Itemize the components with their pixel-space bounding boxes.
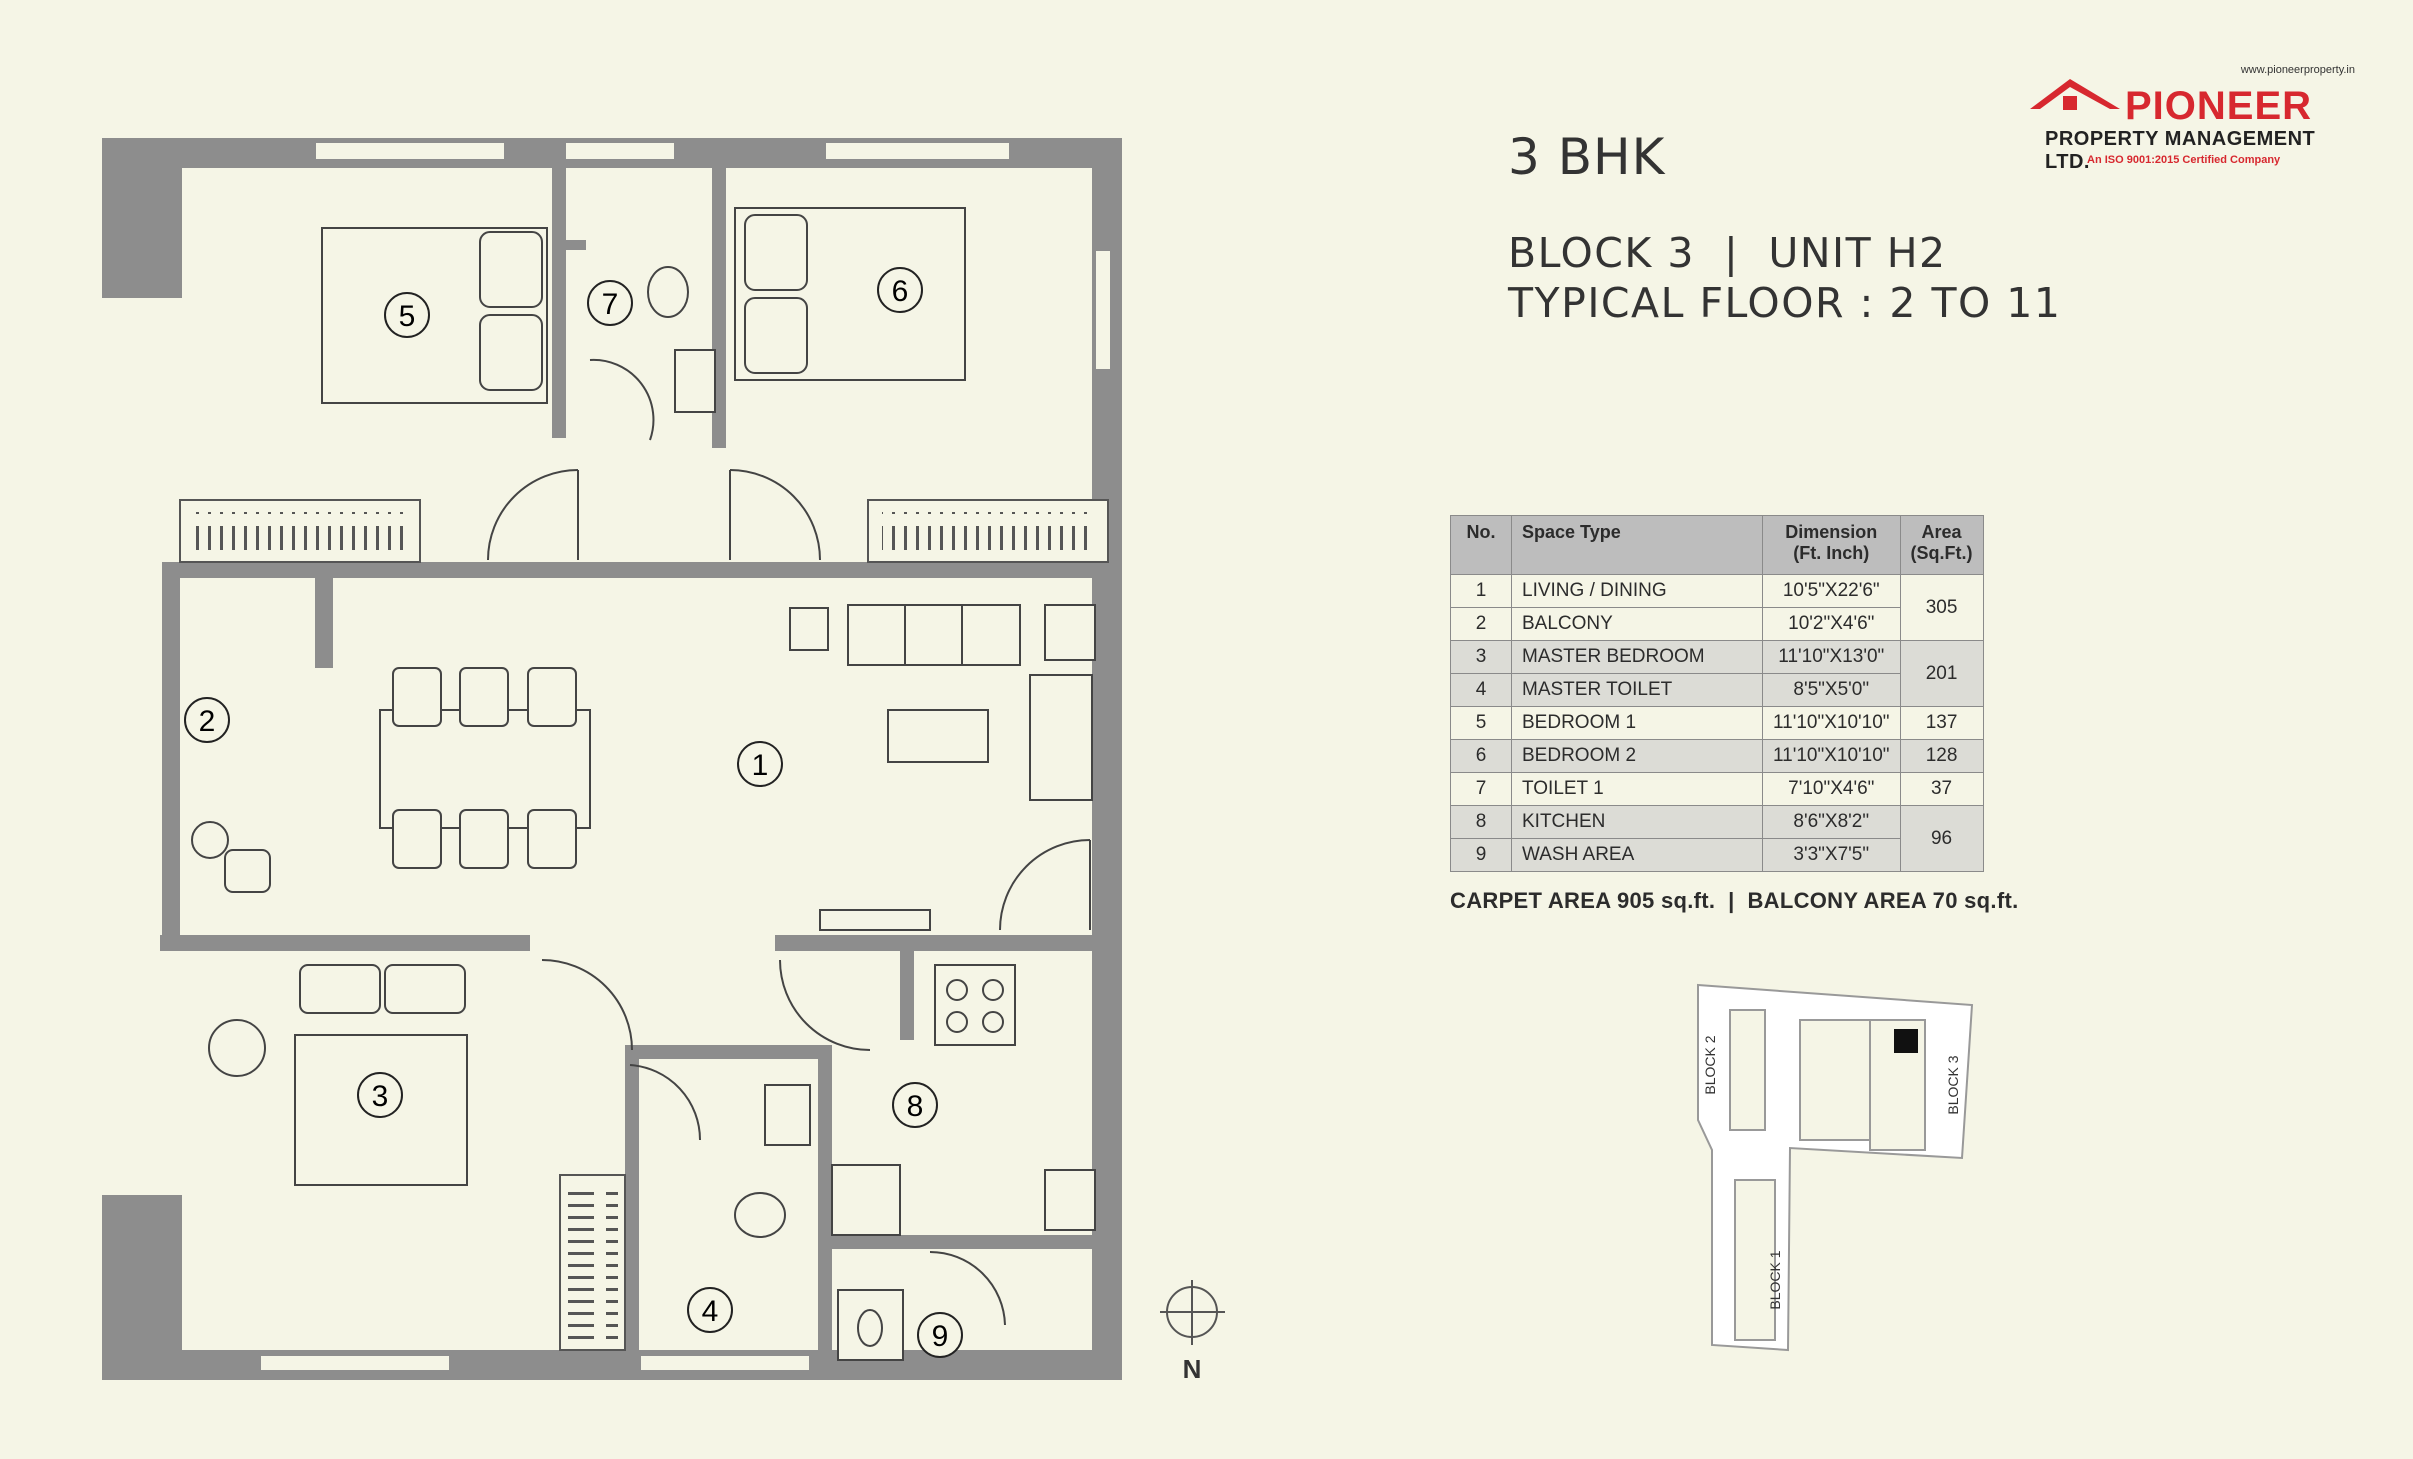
row-space: MASTER TOILET — [1511, 673, 1763, 707]
col-space: Space Type — [1511, 515, 1763, 575]
carpet-area-summary: CARPET AREA 905 sq.ft. | BALCONY AREA 70… — [1450, 888, 2019, 913]
table-row: 3 MASTER BEDROOM 11'10"X13'0" 201 — [1450, 640, 1984, 707]
row-no: 9 — [1450, 838, 1512, 872]
key-plan-block3-label: BLOCK 3 — [1945, 1055, 1961, 1114]
key-plan — [1697, 983, 1974, 1352]
row-no: 6 — [1450, 739, 1512, 773]
house-roof-icon — [2030, 79, 2120, 110]
dining-set — [379, 667, 591, 869]
row-space: KITCHEN — [1511, 805, 1763, 839]
row-space: BEDROOM 2 — [1511, 739, 1763, 773]
row-no: 2 — [1450, 607, 1512, 641]
row-dimension: 10'5"X22'6" — [1762, 574, 1901, 608]
room-label-6: 6 — [892, 275, 909, 308]
room-label-3: 3 — [372, 1080, 389, 1113]
toilet-fixtures — [191, 266, 811, 1238]
row-space: BEDROOM 1 — [1511, 706, 1763, 740]
row-space: BALCONY — [1511, 607, 1763, 641]
room-label-8: 8 — [907, 1090, 924, 1123]
room-5: 5 — [384, 292, 430, 338]
room-4: 4 — [687, 1287, 733, 1333]
logo-name: PIONEER — [2125, 84, 2313, 128]
key-plan-block2-label: BLOCK 2 — [1702, 1035, 1718, 1094]
doors — [487, 358, 1091, 1326]
table-row: 8 KITCHEN 8'6"X8'2" 96 — [1450, 805, 1984, 872]
table-row: 1 LIVING / DINING 10'5"X22'6" 305 — [1450, 574, 1984, 641]
area-table: No. Space Type Dimension (Ft. Inch) Area… — [1450, 515, 1984, 872]
logo-iso-text: An ISO 9001:2015 Certified Company — [2087, 154, 2281, 166]
row-dimension: 8'6"X8'2" — [1762, 805, 1901, 839]
room-label-5: 5 — [399, 300, 416, 333]
col-no: No. — [1450, 515, 1512, 575]
room-label-4: 4 — [702, 1295, 719, 1328]
row-space: MASTER BEDROOM — [1511, 640, 1763, 674]
row-no: 7 — [1450, 772, 1512, 806]
row-area: 128 — [1899, 739, 1984, 773]
north-compass-icon — [1160, 1280, 1225, 1345]
room-label-9: 9 — [932, 1320, 949, 1353]
row-area: 96 — [1899, 805, 1984, 872]
row-dimension: 11'10"X10'10" — [1762, 739, 1901, 773]
row-no: 4 — [1450, 673, 1512, 707]
room-label-1: 1 — [752, 749, 769, 782]
living-furniture — [789, 604, 1096, 931]
row-dimension: 8'5"X5'0" — [1762, 673, 1901, 707]
row-dimension: 11'10"X10'10" — [1762, 706, 1901, 740]
floor-line: TYPICAL FLOOR : 2 TO 11 — [1508, 279, 2062, 327]
table-row: 5 BEDROOM 1 11'10"X10'10" 137 — [1450, 706, 1984, 740]
windows — [259, 141, 1112, 1372]
unit-title-block: 3 BHK BLOCK 3 | UNIT H2 TYPICAL FLOOR : … — [1508, 128, 2061, 328]
key-plan-block1-label: BLOCK 1 — [1767, 1250, 1783, 1309]
kitchen-fixtures — [831, 964, 1096, 1361]
room-8: 8 — [892, 1082, 938, 1128]
row-area: 201 — [1899, 640, 1984, 707]
col-area: Area (Sq.Ft.) — [1899, 515, 1984, 575]
logo-url: www.pioneerproperty.in — [2240, 64, 2355, 76]
row-space: LIVING / DINING — [1511, 574, 1763, 608]
block-unit-line: BLOCK 3 | UNIT H2 — [1508, 229, 1947, 277]
row-no: 3 — [1450, 640, 1512, 674]
bhk-heading: 3 BHK — [1508, 128, 1666, 186]
row-area: 137 — [1899, 706, 1984, 740]
pioneer-logo: www.pioneerproperty.in PIONEER PROPERTY … — [2025, 64, 2355, 174]
row-area: 305 — [1899, 574, 1984, 641]
room-labels: 1 2 3 4 5 6 7 8 9 — [184, 267, 963, 1358]
room-1: 1 — [737, 741, 783, 787]
table-row: 4 MASTER TOILET 8'5"X5'0" — [1450, 673, 1984, 707]
row-dimension: 7'10"X4'6" — [1762, 772, 1901, 806]
room-7: 7 — [587, 280, 633, 326]
room-9: 9 — [917, 1312, 963, 1358]
row-no: 1 — [1450, 574, 1512, 608]
row-space: WASH AREA — [1511, 838, 1763, 872]
table-row: 6 BEDROOM 2 11'10"X10'10" 128 — [1450, 739, 1984, 773]
beds — [294, 207, 966, 1186]
room-6: 6 — [877, 267, 923, 313]
logo-subtitle: PROPERTY MANAGEMENT LTD. — [2045, 128, 2316, 173]
row-dimension: 3'3"X7'5" — [1762, 838, 1901, 872]
row-no: 8 — [1450, 805, 1512, 839]
row-area: 37 — [1899, 772, 1984, 806]
room-label-7: 7 — [602, 288, 619, 321]
table-row: 7 TOILET 1 7'10"X4'6" 37 — [1450, 772, 1984, 806]
table-row: 9 WASH AREA 3'3"X7'5" — [1450, 838, 1984, 872]
row-space: TOILET 1 — [1511, 772, 1763, 806]
room-2: 2 — [184, 697, 230, 743]
row-no: 5 — [1450, 706, 1512, 740]
compass-label: N — [1183, 1354, 1202, 1384]
row-dimension: 10'2"X4'6" — [1762, 607, 1901, 641]
room-3: 3 — [357, 1072, 403, 1118]
wardrobes — [179, 499, 1109, 1351]
row-dimension: 11'10"X13'0" — [1762, 640, 1901, 674]
walls — [102, 138, 1122, 1380]
room-label-2: 2 — [199, 705, 216, 738]
table-header-row: No. Space Type Dimension (Ft. Inch) Area… — [1450, 515, 1984, 575]
col-dimension: Dimension (Ft. Inch) — [1762, 515, 1901, 575]
